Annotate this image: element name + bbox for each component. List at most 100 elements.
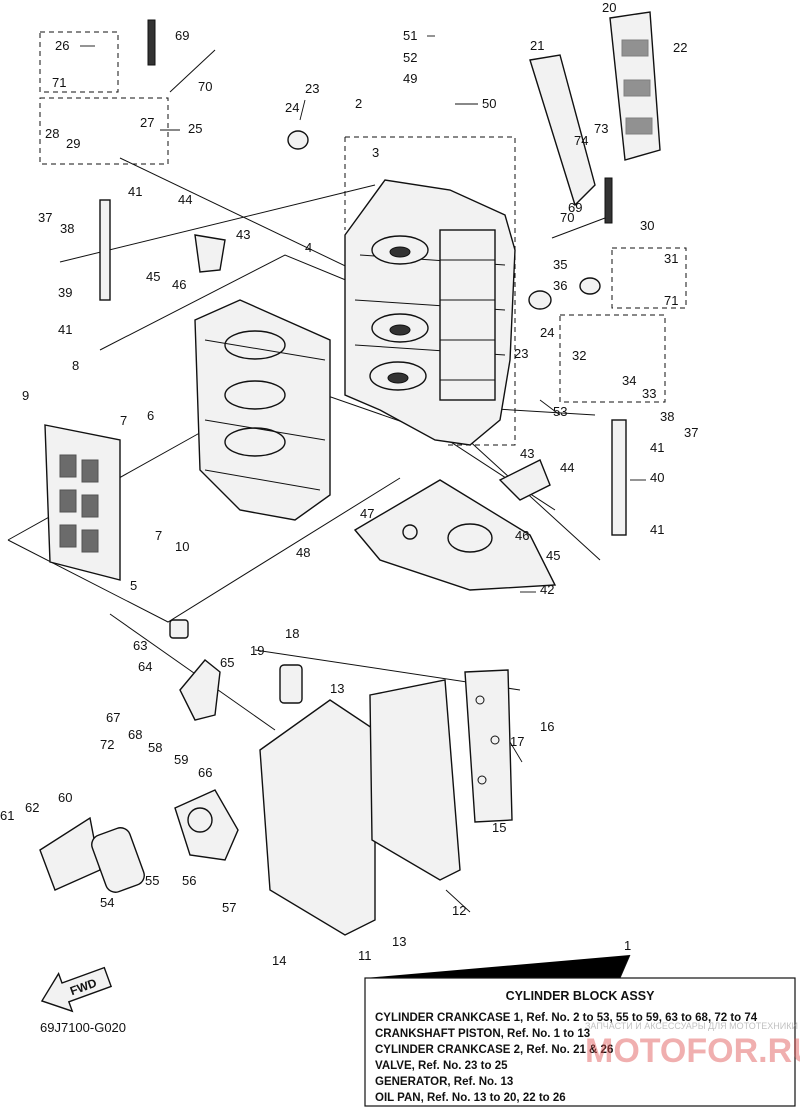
exhaust-cover (529, 11, 661, 207)
callout: 9 (22, 388, 29, 403)
callout: 52 (403, 50, 417, 65)
callout: 67 (106, 710, 120, 725)
callout: 46 (515, 528, 529, 543)
callout: 34 (622, 373, 636, 388)
callout: 27 (140, 115, 154, 130)
callout: 5 (130, 578, 137, 593)
callout: 73 (594, 121, 608, 136)
legend-panel: 1 CYLINDER BLOCK ASSY CYLINDER CRANKCASE… (364, 938, 796, 1107)
callout: 58 (148, 740, 162, 755)
callout: 44 (178, 192, 192, 207)
callout: 40 (650, 470, 664, 485)
gasket (353, 479, 557, 591)
legend-line-3: CYLINDER CRANKCASE 2, Ref. No. 21 & 26 (375, 1044, 613, 1056)
callout: 42 (540, 582, 554, 597)
callout: 69 (568, 200, 582, 215)
callout: 38 (60, 221, 74, 236)
callout: 13 (392, 934, 406, 949)
callout: 6 (147, 408, 154, 423)
callout: 59 (174, 752, 188, 767)
watermark: ЗАПЧАСТИ И АКСЕССУАРЫ ДЛЯ МОТОТЕХНИКИ MO… (585, 1021, 800, 1070)
callout: 57 (222, 900, 236, 915)
callout: 44 (560, 460, 574, 475)
legend-line-1: CYLINDER CRANKCASE 1, Ref. No. 2 to 53, … (375, 1012, 758, 1024)
callout: 8 (72, 358, 79, 373)
callout: 45 (546, 548, 560, 563)
callout: 63 (133, 638, 147, 653)
callout: 41 (128, 184, 142, 199)
callout: 25 (188, 121, 202, 136)
callout: 7 (120, 413, 127, 428)
callout: 20 (602, 0, 616, 15)
callout: 23 (514, 346, 528, 361)
cover-plate (44, 424, 121, 581)
watermark-tagline: ЗАПЧАСТИ И АКСЕССУАРЫ ДЛЯ МОТОТЕХНИКИ (585, 1021, 798, 1031)
callout: 71 (664, 293, 678, 308)
callout: 41 (650, 440, 664, 455)
callout: 19 (250, 643, 264, 658)
callout: 32 (572, 348, 586, 363)
callout: 70 (198, 79, 212, 94)
callout: 35 (553, 257, 567, 272)
callout: 18 (285, 626, 299, 641)
callout: 71 (52, 75, 66, 90)
callout: 64 (138, 659, 152, 674)
callout: 12 (452, 903, 466, 918)
callout: 43 (236, 227, 250, 242)
callout: 61 (0, 808, 14, 823)
callout: 60 (58, 790, 72, 805)
callout: 41 (58, 322, 72, 337)
callout: 4 (305, 240, 312, 255)
callout: 11 (358, 948, 372, 963)
callout: 65 (220, 655, 234, 670)
callout: 21 (530, 38, 544, 53)
callout: 43 (520, 446, 534, 461)
callout: 70 (560, 210, 574, 225)
fwd-arrow: FWD (40, 966, 113, 1013)
callout: 10 (175, 539, 189, 554)
callout: 28 (45, 126, 59, 141)
callout: 29 (66, 136, 80, 151)
callout: 55 (145, 873, 159, 888)
callout: 36 (553, 278, 567, 293)
watermark-logo: MOTOFOR.RU (585, 1032, 800, 1070)
legend-line-5: GENERATOR, Ref. No. 13 (375, 1076, 513, 1088)
callout: 49 (403, 71, 417, 86)
callout: 50 (482, 96, 496, 111)
legend-ref-number: 1 (624, 938, 631, 953)
callout: 15 (492, 820, 506, 835)
oil-filter (39, 789, 239, 893)
callout: 17 (510, 734, 524, 749)
callout: 47 (360, 506, 374, 521)
callout: 54 (100, 895, 114, 910)
callout: 56 (182, 873, 196, 888)
callout: 24 (540, 325, 554, 340)
callout: 66 (198, 765, 212, 780)
callout: 72 (100, 737, 114, 752)
group-boxes (39, 31, 687, 446)
legend-title: CYLINDER BLOCK ASSY (506, 989, 656, 1003)
callout: 69 (175, 28, 189, 43)
cylinder-block (344, 179, 516, 446)
callout: 13 (330, 681, 344, 696)
callout-labels: 2 3 4 5 6 7 7 8 9 10 11 12 13 13 14 15 1… (0, 0, 698, 968)
legend-line-6: OIL PAN, Ref. No. 13 to 20, 22 to 26 (375, 1092, 566, 1104)
oil-pan (259, 669, 513, 936)
callout: 38 (660, 409, 674, 424)
callout: 45 (146, 269, 160, 284)
callout: 53 (553, 404, 567, 419)
callout: 3 (372, 145, 379, 160)
callout: 26 (55, 38, 69, 53)
callout: 7 (155, 528, 162, 543)
diagram-code: 69J7100-G020 (40, 1020, 126, 1035)
callout: 37 (38, 210, 52, 225)
callout: 30 (640, 218, 654, 233)
callout: 46 (172, 277, 186, 292)
callout: 33 (642, 386, 656, 401)
callout: 22 (673, 40, 687, 55)
callout: 68 (128, 727, 142, 742)
callout: 24 (285, 100, 299, 115)
legend-line-2: CRANKSHAFT PISTON, Ref. No. 1 to 13 (375, 1028, 590, 1040)
callout: 14 (272, 953, 286, 968)
